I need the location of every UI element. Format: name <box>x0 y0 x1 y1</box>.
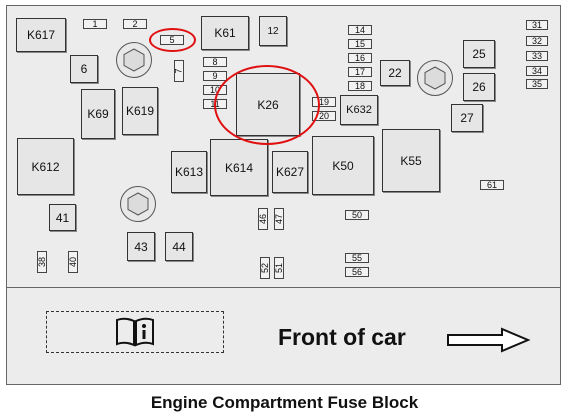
fuse-18: 18 <box>348 81 372 91</box>
relay-k613: K613 <box>171 151 207 193</box>
relay-k26: K26 <box>236 73 300 136</box>
fuse-51: 51 <box>274 257 284 279</box>
relay-k50: K50 <box>312 136 374 195</box>
fuse-51-label: 51 <box>274 262 285 274</box>
fuse-50: 50 <box>345 210 369 220</box>
fuse-34: 34 <box>526 66 548 76</box>
relay-k627: K627 <box>272 151 308 193</box>
manual-info-icon <box>116 317 154 347</box>
fuse-20: 20 <box>312 111 336 121</box>
relay-k632: K632 <box>340 95 378 125</box>
fuse-47-label: 47 <box>274 213 285 225</box>
relay-41: 41 <box>49 204 76 231</box>
fuse-32: 32 <box>526 36 548 46</box>
fuse-31: 31 <box>526 20 548 30</box>
relay-27: 27 <box>451 104 483 132</box>
fuse-11: 11 <box>203 99 227 109</box>
relay-43: 43 <box>127 232 155 261</box>
bolt-hex-icon <box>123 48 145 72</box>
fuse-17: 17 <box>348 67 372 77</box>
fuse-10: 10 <box>203 85 227 95</box>
fuse-9: 9 <box>203 71 227 81</box>
fuse-19: 19 <box>312 97 336 107</box>
fuse-35: 35 <box>526 79 548 89</box>
bolt-terminal-icon <box>417 60 453 96</box>
fuse-7-label: 7 <box>173 68 184 74</box>
fuse-52-label: 52 <box>260 262 271 274</box>
fuse-38: 38 <box>37 251 47 273</box>
fuse-7: 7 <box>174 60 184 82</box>
panel-divider <box>6 287 561 288</box>
arrow-right-icon <box>447 327 531 353</box>
front-of-car-label: Front of car <box>278 324 406 350</box>
fuse-46: 46 <box>258 208 268 230</box>
relay-22: 22 <box>380 60 410 86</box>
fuse-5: 5 <box>160 35 184 45</box>
diagram-caption: Engine Compartment Fuse Block <box>150 393 419 412</box>
relay-k612: K612 <box>17 138 74 195</box>
fuse-56: 56 <box>345 267 369 277</box>
fuse-8: 8 <box>203 57 227 67</box>
fuse-40: 40 <box>68 251 78 273</box>
fuse-15: 15 <box>348 39 372 49</box>
fuse-14: 14 <box>348 25 372 35</box>
relay-6: 6 <box>70 55 98 83</box>
relay-k55: K55 <box>382 129 440 192</box>
relay-12: 12 <box>259 16 287 46</box>
relay-k614: K614 <box>210 139 268 196</box>
fuse-2: 2 <box>123 19 147 29</box>
fuse-47: 47 <box>274 208 284 230</box>
fuse-55: 55 <box>345 253 369 263</box>
relay-k617: K617 <box>16 18 66 52</box>
fuse-16: 16 <box>348 53 372 63</box>
bolt-terminal-icon <box>116 42 152 78</box>
owner-manual-box <box>46 311 224 353</box>
relay-44: 44 <box>165 232 193 261</box>
fuse-33: 33 <box>526 51 548 61</box>
fuse-38-label: 38 <box>37 256 48 268</box>
fuse-40-label: 40 <box>68 256 79 268</box>
fuse-46-label: 46 <box>258 213 269 225</box>
relay-25: 25 <box>463 40 495 68</box>
fuse-1: 1 <box>83 19 107 29</box>
fuse-block-panel <box>6 5 561 385</box>
bolt-hex-icon <box>127 192 149 216</box>
fuse-52: 52 <box>260 257 270 279</box>
relay-k69: K69 <box>81 89 115 139</box>
bolt-terminal-icon <box>120 186 156 222</box>
bolt-hex-icon <box>424 66 446 90</box>
relay-26: 26 <box>463 73 495 101</box>
relay-k61: K61 <box>201 16 249 50</box>
fuse-61: 61 <box>480 180 504 190</box>
relay-k619: K619 <box>122 87 158 135</box>
